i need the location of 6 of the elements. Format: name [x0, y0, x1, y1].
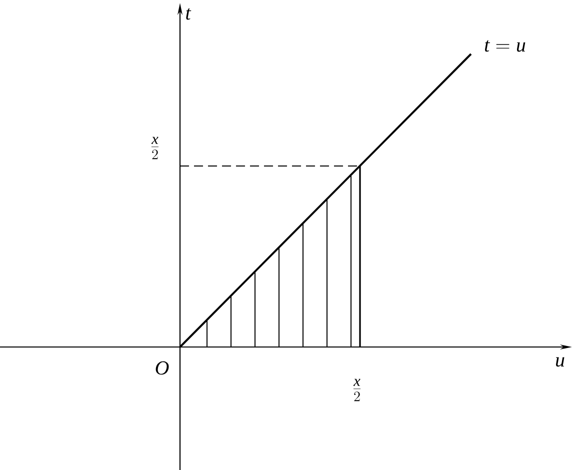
axis-label: $\frac{x}{2}$ [151, 136, 159, 160]
axis-label: $u$ [556, 357, 564, 367]
axis-label: $O$ [156, 361, 169, 375]
axis-label: $t=u$ [484, 40, 526, 52]
axis-label: $\frac{x}{2}$ [353, 378, 361, 402]
axis-label: $t$ [186, 8, 192, 20]
